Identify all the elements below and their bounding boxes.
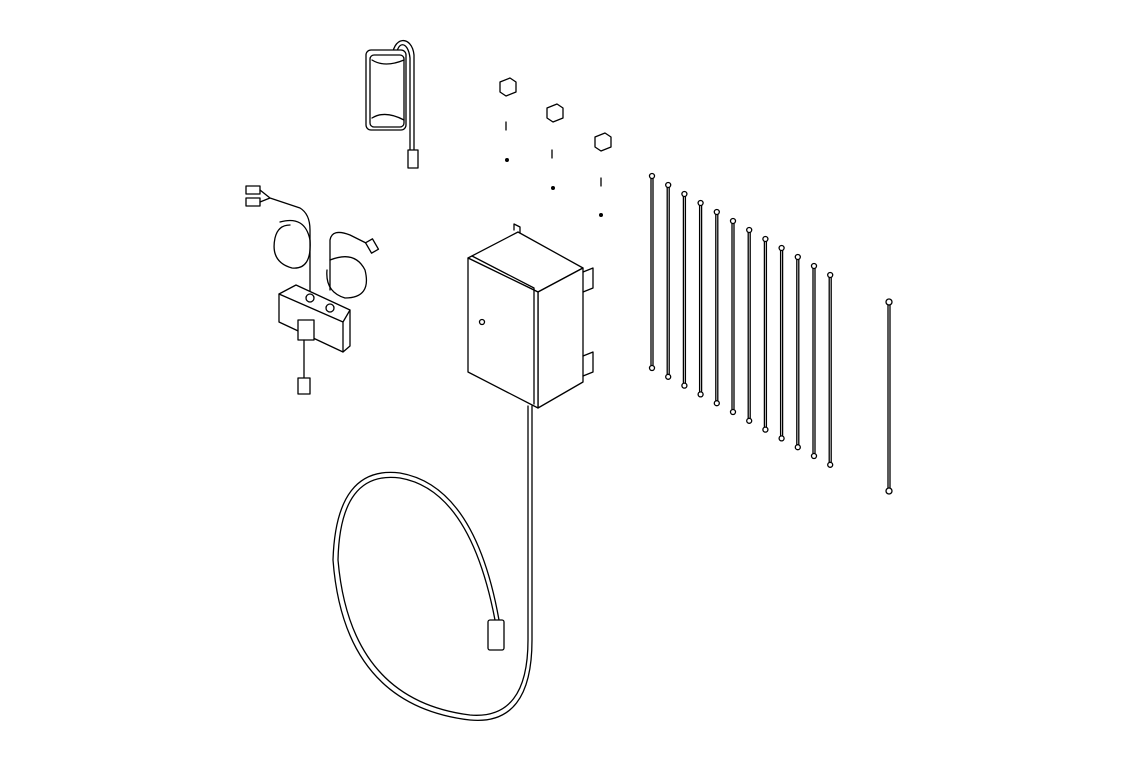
rod [681,190,688,389]
junction-box [245,185,380,395]
enclosure-cable-loop [332,405,533,722]
rod [746,226,753,424]
rods [648,172,834,468]
screws [505,121,602,187]
enclosure [467,223,594,409]
rod [778,244,785,442]
rod [794,253,801,451]
power-adapter [365,39,419,169]
rod [713,208,720,407]
washers [505,158,603,217]
rod [648,172,656,372]
rod [762,235,769,433]
rod [827,271,834,468]
rod [697,199,704,398]
terminal-blocks [499,77,612,152]
rod [810,262,818,460]
single-rod [885,298,893,495]
rod [665,181,672,380]
rod [729,217,737,416]
